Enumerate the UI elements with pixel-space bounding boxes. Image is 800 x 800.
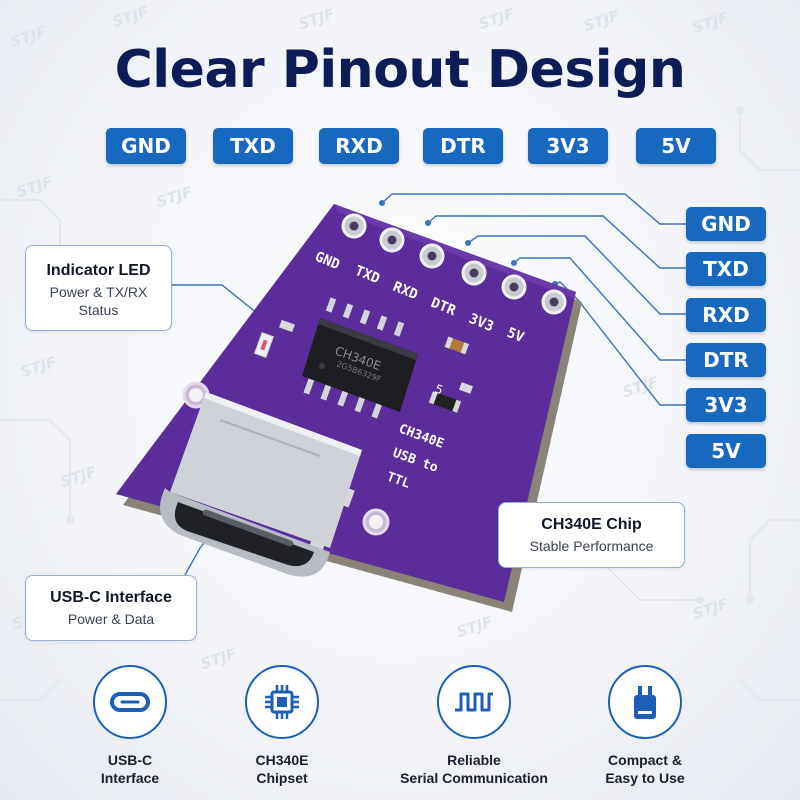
side-pin-badge-3v3: 3V3 bbox=[686, 388, 766, 422]
top-pin-badge-5v: 5V bbox=[636, 128, 716, 164]
top-pin-badge-dtr: DTR bbox=[423, 128, 503, 164]
top-pin-badge-txd: TXD bbox=[213, 128, 293, 164]
side-pin-badge-rxd: RXD bbox=[686, 298, 766, 332]
callout-subtitle: Stable Performance bbox=[529, 538, 654, 554]
top-pin-badge-3v3: 3V3 bbox=[528, 128, 608, 164]
side-pin-badge-dtr: DTR bbox=[686, 343, 766, 377]
callout-title: CH340E Chip bbox=[541, 516, 642, 533]
page-title: Clear Pinout Design bbox=[114, 40, 686, 100]
compact-device-icon bbox=[608, 665, 682, 739]
usb-c-connector bbox=[160, 392, 362, 577]
callout-ch340e-chip: CH340E Chip Stable Performance bbox=[498, 502, 685, 568]
silk-small-label: 5 bbox=[433, 382, 445, 398]
serial-wave-icon bbox=[437, 665, 511, 739]
side-pin-badge-gnd: GND bbox=[686, 207, 766, 241]
leader-line-rxd bbox=[467, 235, 686, 315]
silk-pin-label: 5V bbox=[505, 325, 527, 346]
feature-label: Compact &Easy to Use bbox=[605, 752, 685, 786]
chipset-icon bbox=[245, 665, 319, 739]
leader-line-txd bbox=[427, 215, 686, 269]
callout-subtitle: Status bbox=[78, 302, 119, 318]
usb-c-icon bbox=[93, 665, 167, 739]
callout-indicator-led: Indicator LED Power & TX/RX Status bbox=[25, 245, 172, 331]
leader-line-3v3 bbox=[554, 281, 686, 406]
leader-line-dtr bbox=[513, 257, 686, 361]
callout-title: USB-C Interface bbox=[50, 589, 172, 606]
top-pin-badge-rxd: RXD bbox=[319, 128, 399, 164]
callout-usb-c-interface: USB-C Interface Power & Data bbox=[25, 575, 197, 641]
pin-header-pads bbox=[341, 213, 567, 315]
side-pin-badge-5v: 5V bbox=[686, 434, 766, 468]
top-pin-badge-gnd: GND bbox=[106, 128, 186, 164]
leader-line-indicator bbox=[155, 284, 269, 323]
resistor bbox=[432, 392, 458, 412]
ch340e-chip: CH340E 2G5B6329F bbox=[302, 318, 418, 412]
leader-line-gnd bbox=[381, 193, 686, 225]
callout-subtitle: Power & TX/RX bbox=[49, 284, 148, 300]
callout-title: Indicator LED bbox=[46, 262, 151, 279]
side-pin-badge-txd: TXD bbox=[686, 252, 766, 286]
callout-subtitle: Power & Data bbox=[67, 611, 155, 627]
feature-compact-easy: Compact &Easy to Use bbox=[555, 665, 735, 787]
pcb-board: GND TXD RXD DTR 3V3 5V CH340E 2G5B63 bbox=[116, 204, 582, 612]
